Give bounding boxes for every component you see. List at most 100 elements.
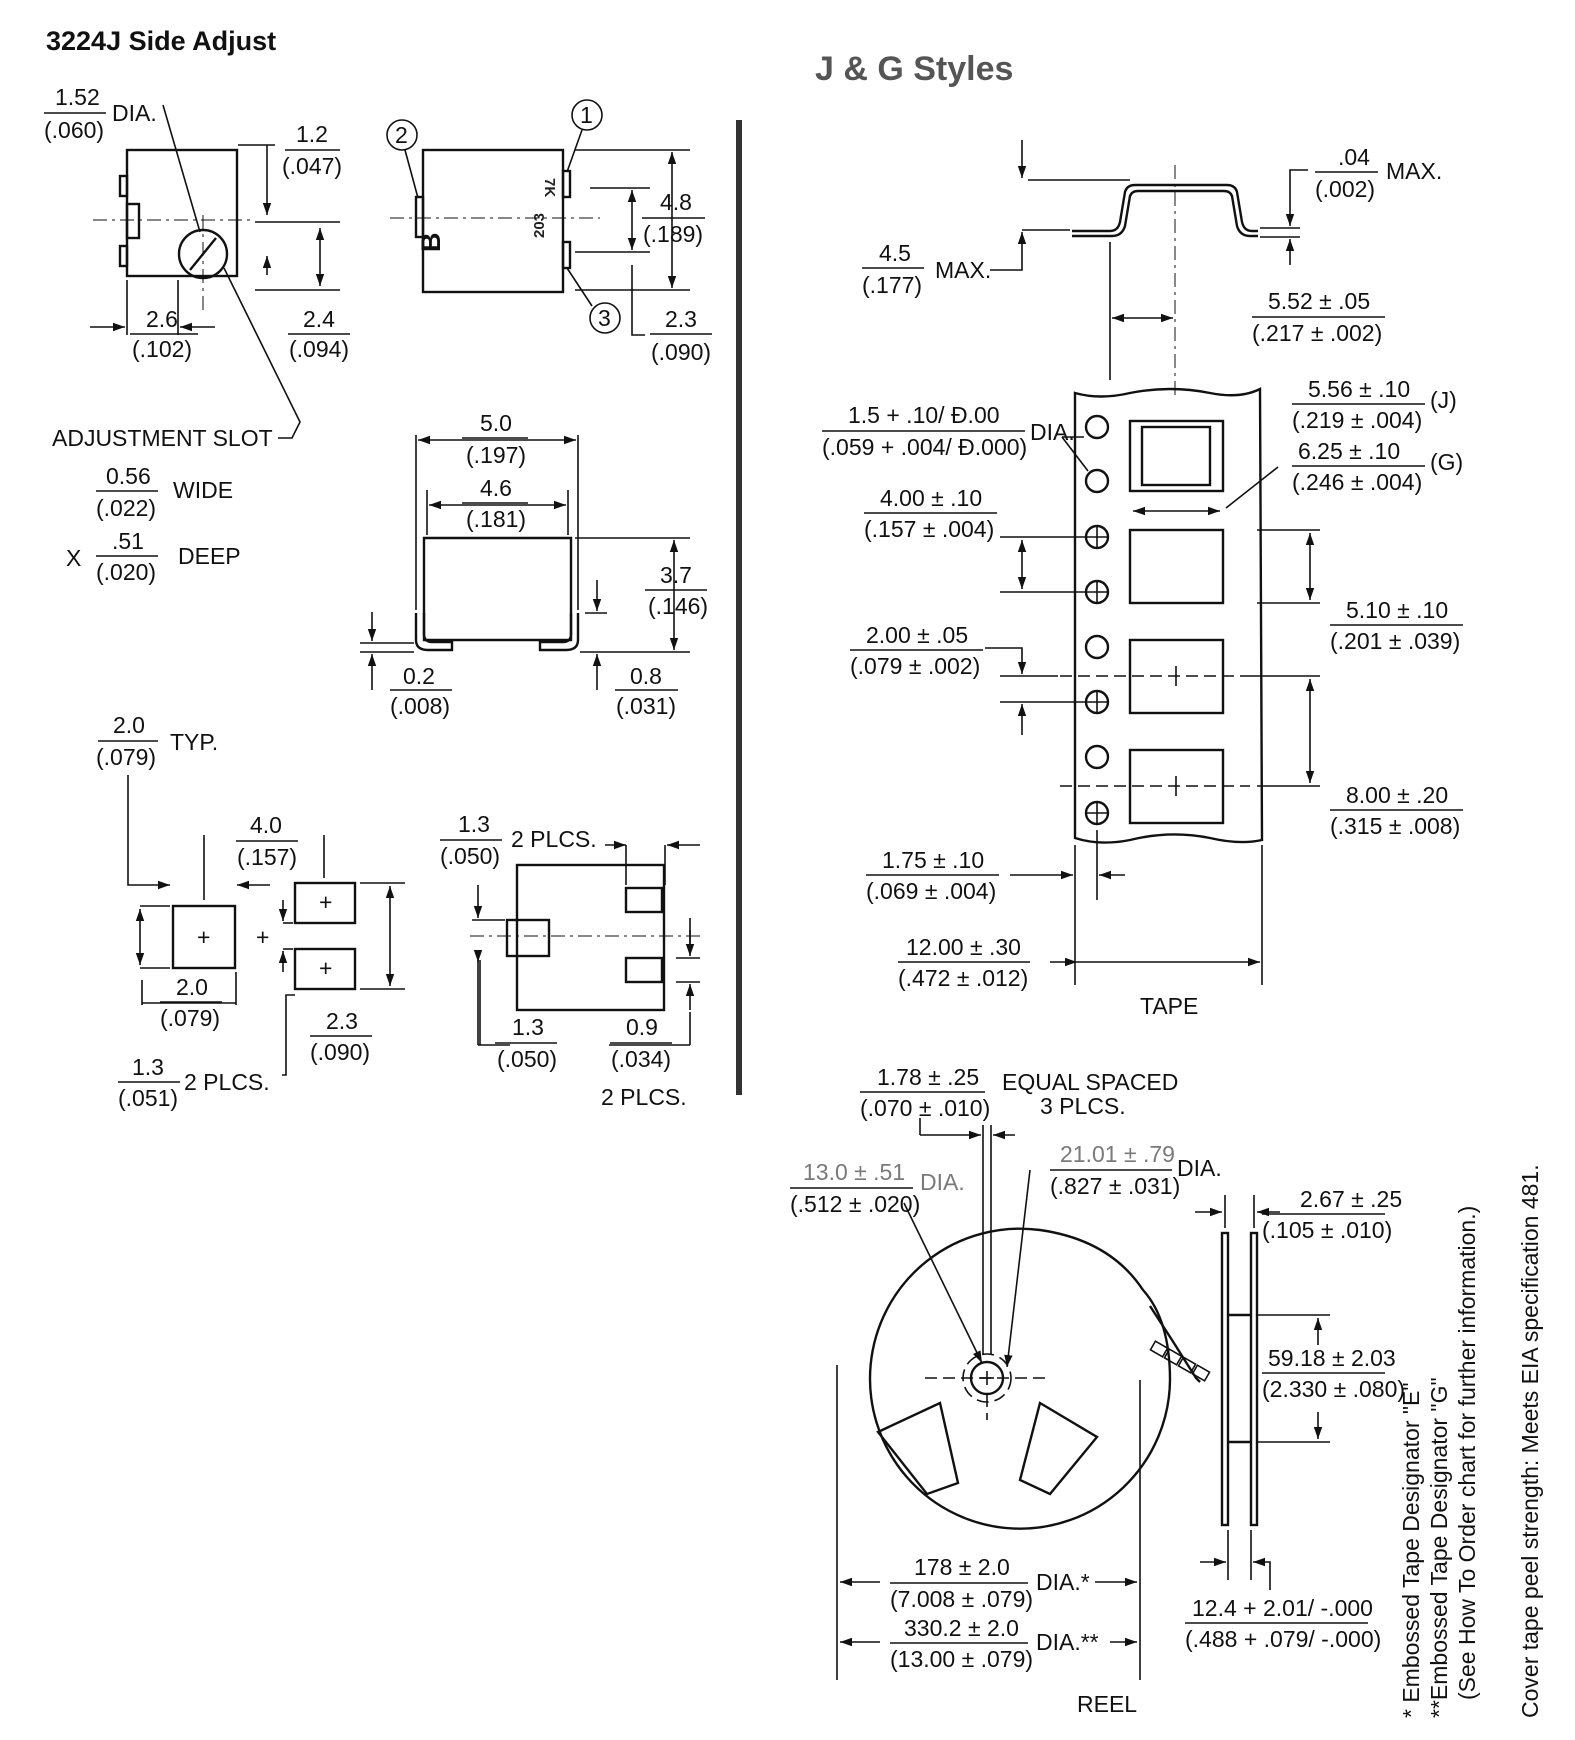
- dim-0-8-mm: 0.8: [630, 663, 662, 689]
- dim-1-5-mm: 1.5 + .10/ Ð.00: [848, 402, 1000, 428]
- pad-center-mark-3: +: [319, 955, 332, 981]
- deep-label: DEEP: [178, 543, 241, 569]
- pattern-center-mark: +: [256, 924, 269, 950]
- dim-8-00-mm: 8.00 ± .20: [1346, 782, 1448, 808]
- reel-label: REEL: [1077, 1691, 1137, 1717]
- pin-1-callout: [571, 99, 603, 131]
- dia-label-d: DIA.: [1177, 1155, 1222, 1181]
- dim-12-4-in: (.488 + .079/ -.000): [1185, 1626, 1381, 1652]
- dia-label-b: DIA.: [1030, 419, 1075, 445]
- dim-13-0-in: (.512 ± .020): [790, 1191, 920, 1217]
- dim-1-2-in: (.047): [282, 153, 342, 179]
- pocket-empty-1: [1128, 528, 1225, 605]
- dim-2-67-in: (.105 ± .010): [1262, 1217, 1392, 1243]
- pin-layout-top-pad: [624, 886, 664, 914]
- dim-2-0b-in: (.079): [160, 1005, 220, 1031]
- dim-12-4-mm: 12.4 + 2.01/ -.000: [1192, 1595, 1373, 1621]
- dim-21-01-mm: 21.01 ± .79: [1060, 1141, 1175, 1167]
- dim-0-9-mm: 0.9: [626, 1014, 658, 1040]
- dim-12-00-mm: 12.00 ± .30: [906, 934, 1021, 960]
- dim-1-3b-mm: 1.3: [458, 811, 490, 837]
- pocket-profile-outer: [1072, 183, 1258, 233]
- pad-right-top: [293, 881, 357, 925]
- dim-3-7-mm: 3.7: [660, 562, 692, 588]
- dim-2-3a-in: (.090): [651, 339, 711, 365]
- sprocket-hole: [1084, 524, 1110, 550]
- dim-5-52-in: (.217 ± .002): [1252, 320, 1382, 346]
- plcs-label-d: 3 PLCS.: [1040, 1093, 1126, 1119]
- dim-6-25-in: (.246 ± .004): [1292, 469, 1422, 495]
- dim-0-9-in: (.034): [611, 1046, 671, 1072]
- x-label: X: [66, 545, 81, 571]
- tape-label: TAPE: [1140, 993, 1198, 1019]
- pin-1-number: 1: [580, 102, 593, 128]
- dim-04-mm: .04: [1338, 144, 1370, 170]
- dim-2-6-mm: 2.6: [146, 306, 178, 332]
- sprocket-hole: [1084, 800, 1110, 826]
- wide-label: WIDE: [173, 477, 233, 503]
- dim-5-0-mm: 5.0: [480, 410, 512, 436]
- carrier-tape: [985, 387, 1320, 985]
- dim-2-6-in: (.102): [132, 336, 192, 362]
- dim-2-00-in: (.079 ± .002): [850, 653, 980, 679]
- dim-8-00-in: (.315 ± .008): [1330, 813, 1460, 839]
- pin-2-callout: [386, 119, 418, 151]
- front-lead-mid: [125, 202, 141, 240]
- pad-right-bottom: [293, 947, 357, 991]
- sprocket-hole: [1084, 689, 1110, 715]
- tape-exit: [1148, 1305, 1201, 1383]
- dim-4-6-in: (.181): [466, 506, 526, 532]
- dia-label-a: DIA.: [112, 100, 157, 126]
- dim-1-2-mm: 1.2: [296, 121, 328, 147]
- reel-window-right: [1018, 1401, 1099, 1496]
- max-label-a: MAX.: [1386, 158, 1442, 184]
- dim-2-3a-mm: 2.3: [665, 306, 697, 332]
- plcs-label-b: 2 PLCS.: [511, 826, 597, 852]
- part-in-pocket: [1140, 425, 1212, 487]
- slot-wide-in: (.022): [96, 495, 156, 521]
- note-tape-e: * Embossed Tape Designator "E": [1398, 1382, 1424, 1718]
- slot-deep-in: (.020): [96, 559, 156, 585]
- dim-5-52-mm: 5.52 ± .05: [1268, 288, 1370, 314]
- land-pattern-view: + + + +: [127, 775, 405, 1076]
- dim-04-in: (.002): [1315, 176, 1375, 202]
- dia-2star-label: DIA.**: [1036, 1629, 1099, 1655]
- dim-2-0typ-mm: 2.0: [113, 712, 145, 738]
- sprocket-hole: [1084, 468, 1110, 494]
- pin-3-lead: [561, 240, 572, 270]
- dim-5-10-mm: 5.10 ± .10: [1346, 597, 1448, 623]
- dim-4-00-in: (.157 ± .004): [864, 516, 994, 542]
- pin-layout-view: [470, 840, 700, 1046]
- plcs-label-a: 2 PLCS.: [184, 1069, 270, 1095]
- reel-side-flange-right: [1249, 1231, 1259, 1527]
- dim-1-75-in: (.069 ± .004): [866, 878, 996, 904]
- j-lead-view: [360, 435, 690, 690]
- dim-2-4-in: (.094): [289, 336, 349, 362]
- pad-center-mark-2: +: [319, 889, 332, 915]
- side-view: 7K 203 B 2 1 3: [386, 99, 690, 336]
- dim-2-67-mm: 2.67 ± .25: [1300, 1186, 1402, 1212]
- section-title-jg-styles: J & G Styles: [815, 50, 1013, 88]
- front-lead-top: [118, 174, 129, 198]
- dim-4-8-mm: 4.8: [660, 189, 692, 215]
- slot-deep-mm: .51: [112, 528, 144, 554]
- equal-spaced-label: EQUAL SPACED: [1002, 1069, 1178, 1095]
- dim-2-00-mm: 2.00 ± .05: [866, 622, 968, 648]
- dim-1-3a-mm: 1.3: [132, 1054, 164, 1080]
- dim-2-0typ-in: (.079): [96, 744, 156, 770]
- dim-1-75-mm: 1.75 ± .10: [882, 847, 984, 873]
- dim-4-00-mm: 4.00 ± .10: [880, 485, 982, 511]
- bourns-logo-icon: B: [416, 233, 446, 253]
- dim-6-25-mm: 6.25 ± .10: [1298, 438, 1400, 464]
- dim-330-mm: 330.2 ± 2.0: [904, 1615, 1019, 1641]
- dim-330-in: (13.00 ± .079): [890, 1646, 1033, 1672]
- dim-12-00-in: (.472 ± .012): [898, 965, 1028, 991]
- dia-star-label: DIA.*: [1036, 1569, 1090, 1595]
- dim-2-3b-mm: 2.3: [326, 1008, 358, 1034]
- dim-1-3b-in: (.050): [440, 843, 500, 869]
- dim-5-56-mm: 5.56 ± .10: [1308, 376, 1410, 402]
- dim-5-56-in: (.219 ± .004): [1292, 407, 1422, 433]
- body-mark-7k: 7K: [541, 178, 558, 197]
